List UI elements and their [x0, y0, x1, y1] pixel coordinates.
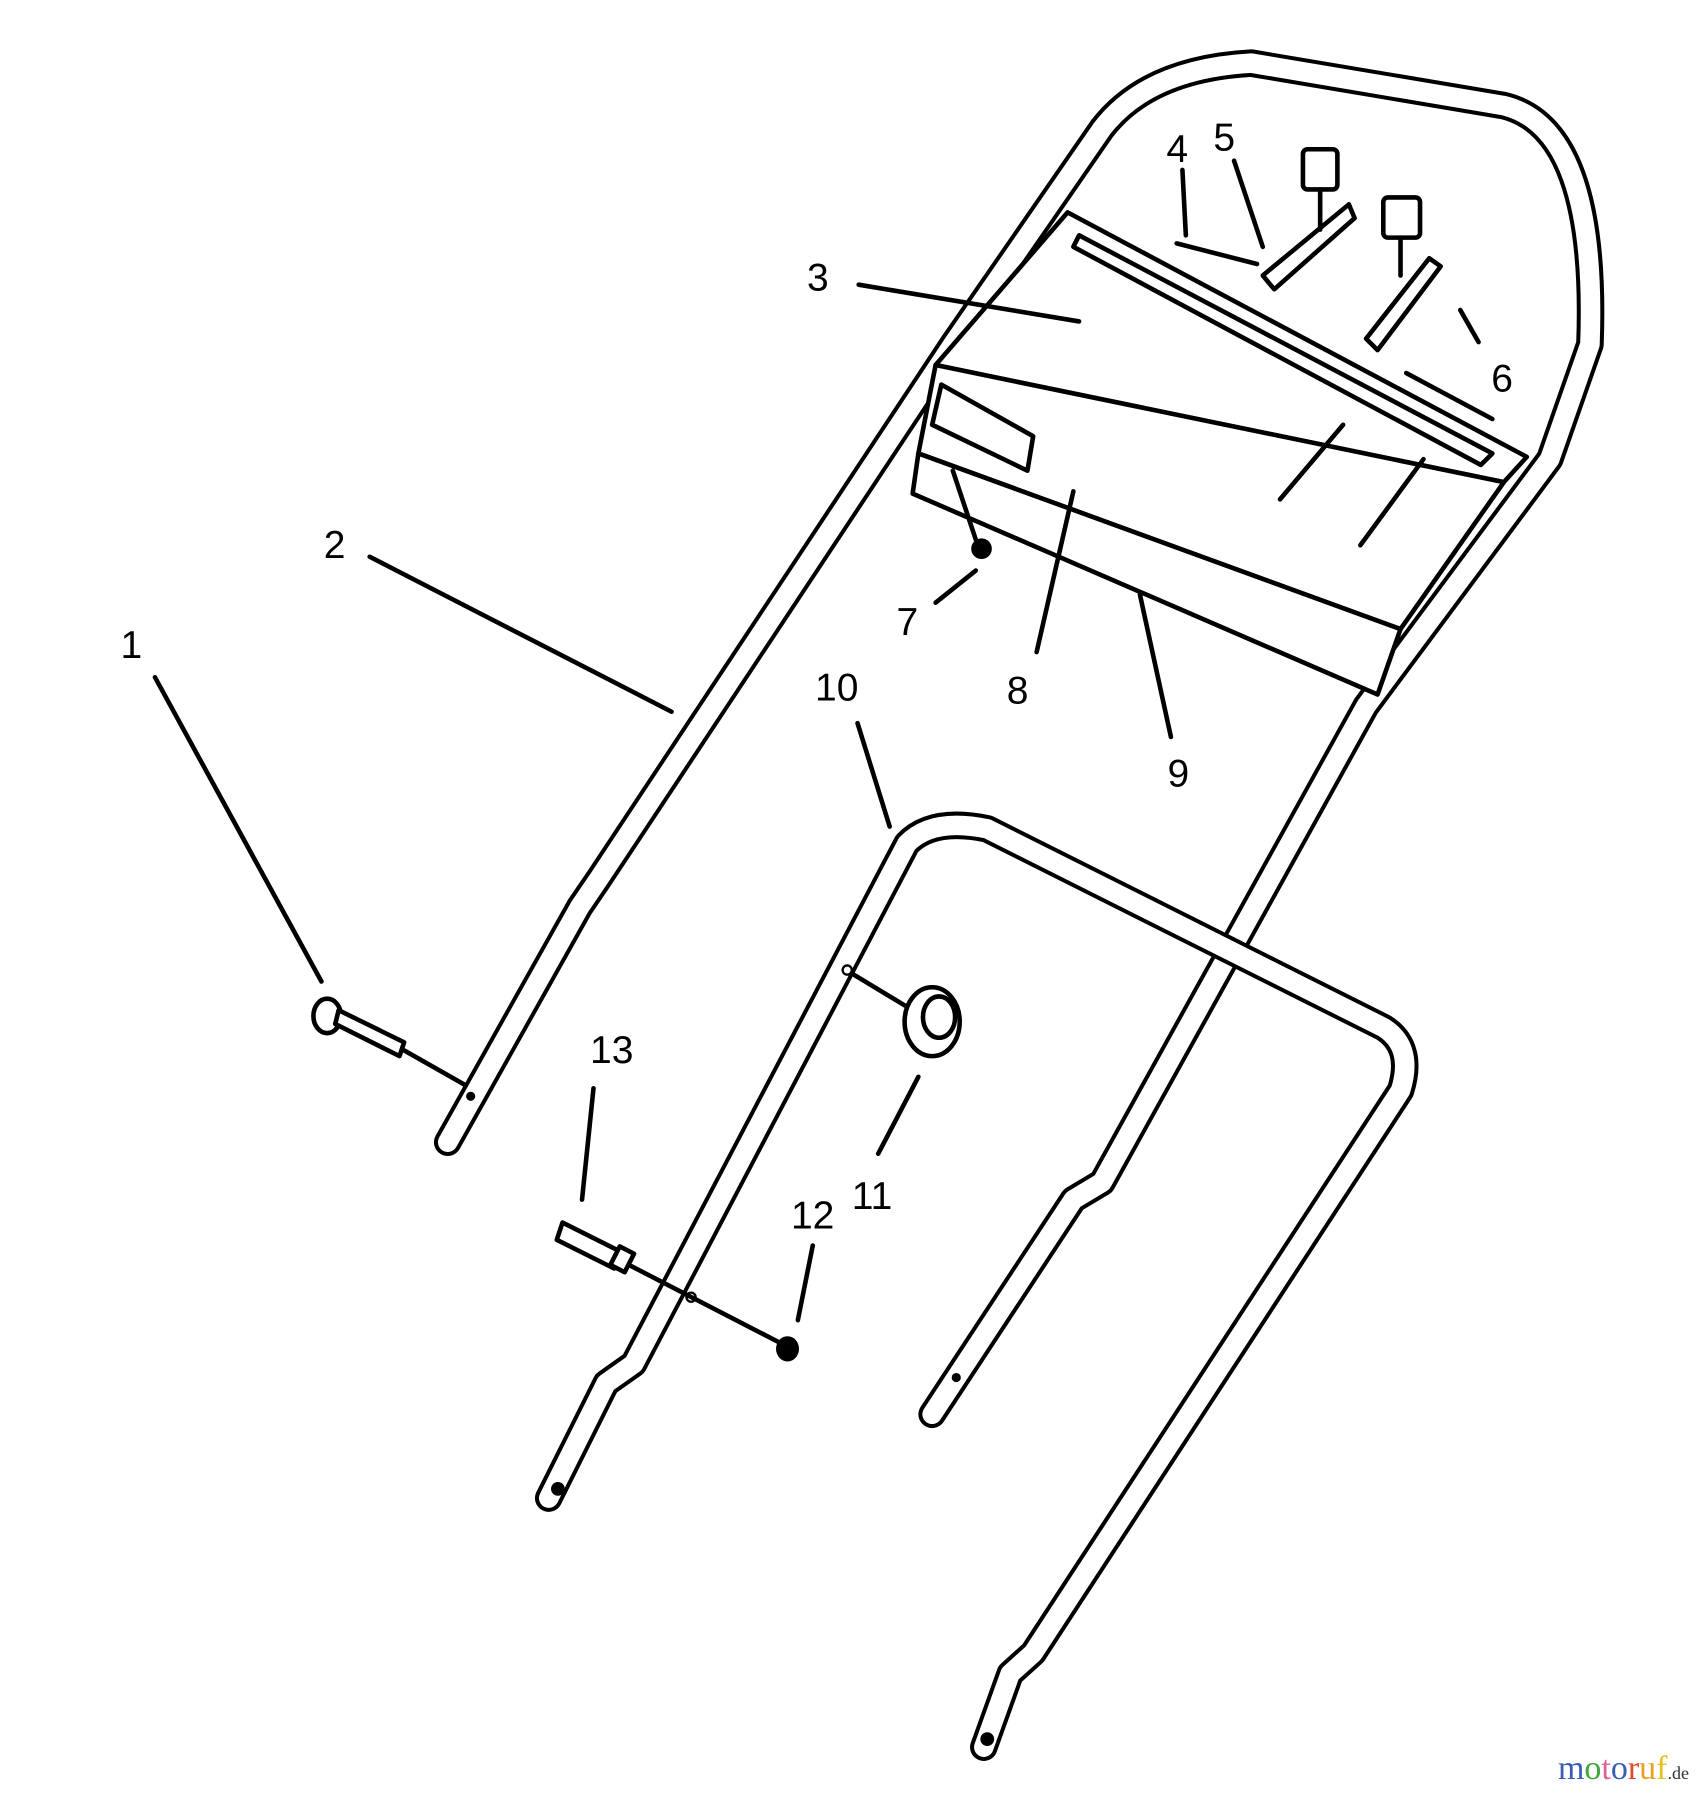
control-panel	[910, 210, 1530, 697]
bolt	[311, 996, 468, 1088]
watermark-logo: motoruf.de	[1557, 1750, 1690, 1787]
callout-11: 11	[852, 1175, 893, 1218]
callout-1: 1	[121, 624, 143, 667]
lower-handle	[534, 811, 1419, 1761]
callout-8: 8	[1007, 670, 1029, 713]
knob	[849, 971, 963, 1059]
watermark-suffix: .de	[1667, 1763, 1690, 1783]
upper-handle	[433, 49, 1605, 1429]
screw	[950, 468, 992, 560]
control-levers	[1174, 146, 1495, 422]
callout-13: 13	[590, 1029, 633, 1072]
callout-12: 12	[791, 1194, 834, 1237]
callout-2: 2	[324, 524, 346, 567]
callout-5: 5	[1213, 116, 1235, 159]
callout-10: 10	[815, 666, 858, 709]
callout-4: 4	[1166, 128, 1188, 171]
pin-and-nut	[554, 1220, 799, 1362]
callout-7: 7	[897, 601, 919, 644]
callout-6: 6	[1491, 357, 1513, 400]
callout-3: 3	[807, 256, 829, 299]
callout-9: 9	[1167, 752, 1189, 795]
leader-lines	[152, 158, 1481, 1323]
